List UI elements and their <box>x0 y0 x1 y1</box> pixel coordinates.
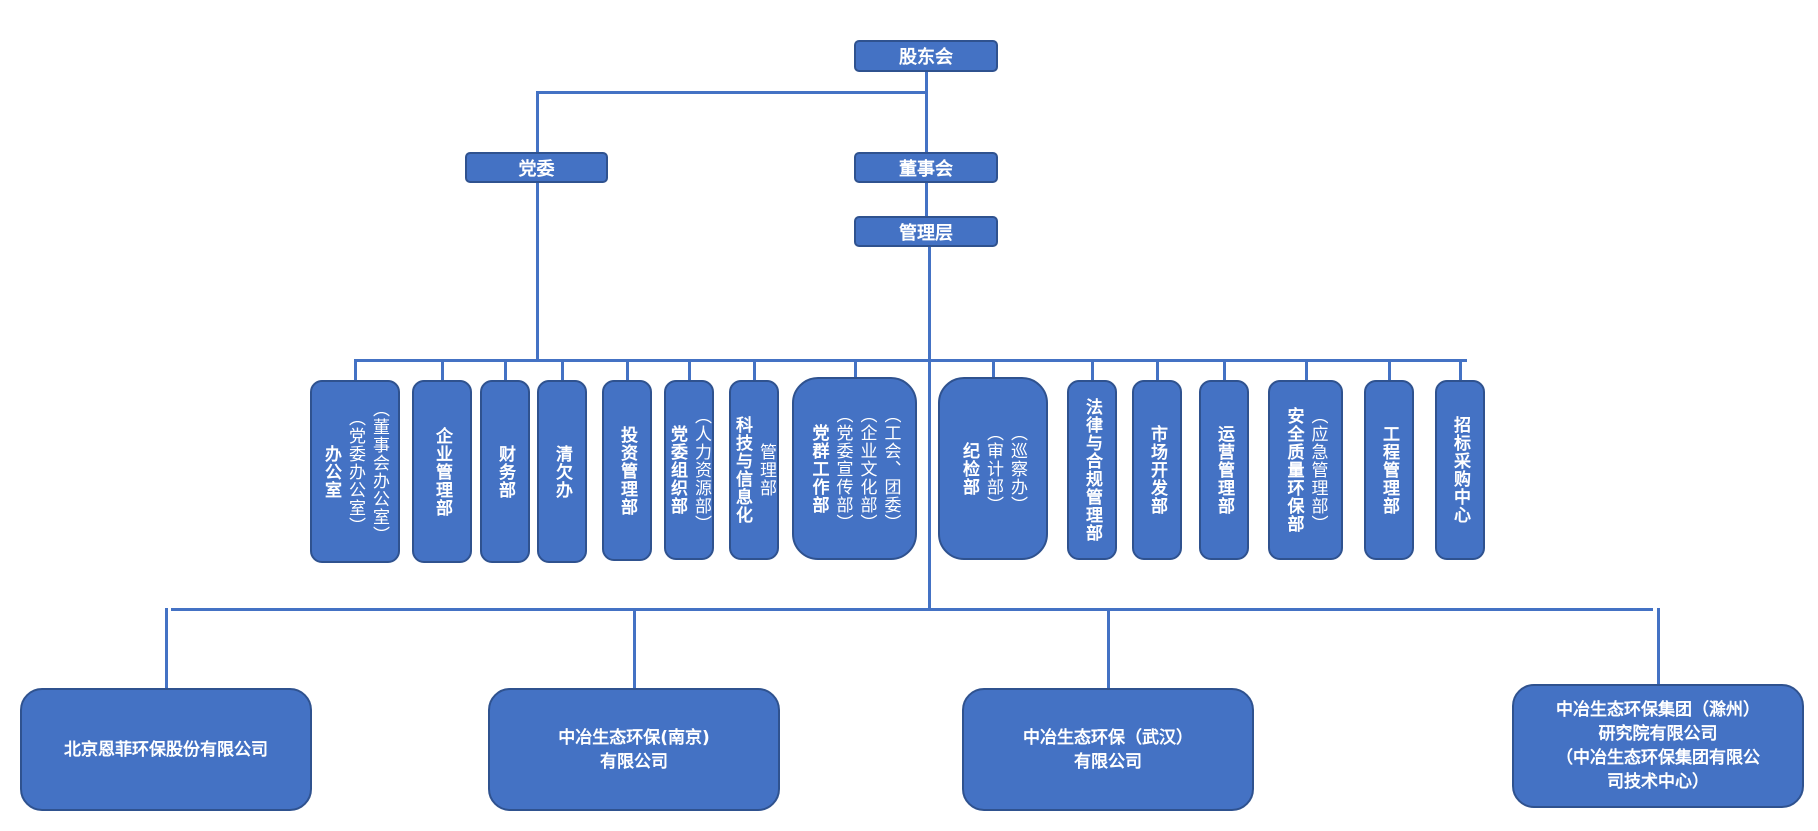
department-name: 运营管理部 <box>1214 425 1234 515</box>
department-box[interactable]: （巡察办）（审计部）纪检部 <box>938 377 1048 560</box>
department-box[interactable]: （董事会办公室）（党委办公室）办公室 <box>310 380 400 563</box>
subsidiary-name: 中冶生态环保集团（滁州） 研究院有限公司 （中冶生态环保集团有限公 司技术中心） <box>1556 700 1760 792</box>
connector-department-stub <box>504 359 507 380</box>
department-name: 党群工作部 <box>808 423 829 514</box>
subsidiary-box[interactable]: 北京恩菲环保股份有限公司 <box>20 688 312 811</box>
department-name: 纪检部 <box>959 441 979 496</box>
department-box[interactable]: 财务部 <box>480 380 530 563</box>
connector-subsidiary-stub <box>165 608 168 688</box>
department-sub-label: （企业文化部） <box>856 405 877 532</box>
department-name: 法律与合规管理部 <box>1082 398 1102 542</box>
department-name: 企业管理部 <box>432 426 452 517</box>
connector-department-stub <box>753 359 756 380</box>
subsidiary-box[interactable]: 中冶生态环保集团（滁州） 研究院有限公司 （中冶生态环保集团有限公 司技术中心） <box>1512 684 1804 808</box>
connector-subsidiary-stub <box>633 608 636 688</box>
connector-shareholders-down <box>925 72 928 152</box>
connector-subsidiary-stub <box>1107 608 1110 688</box>
department-box[interactable]: 投资管理部 <box>602 380 652 561</box>
connector-subsidiary-stub <box>1657 608 1660 684</box>
department-name: 办公室 <box>321 444 341 499</box>
department-name: 财务部 <box>495 444 515 499</box>
connector-party-down <box>536 182 539 361</box>
department-name: 市场开发部 <box>1147 425 1167 515</box>
connector-department-stub <box>1156 359 1159 380</box>
department-box[interactable]: 清欠办 <box>537 380 587 563</box>
department-box[interactable]: （人力资源部）党委组织部 <box>664 380 714 560</box>
subsidiary-name: 中冶生态环保(南京) 有限公司 <box>558 727 710 772</box>
department-sub-label: （党委宣传部） <box>832 405 853 532</box>
management-label: 管理层 <box>899 222 953 244</box>
connector-department-stub <box>688 359 691 380</box>
management-box[interactable]: 管理层 <box>854 216 998 247</box>
department-name: 党委组织部 <box>667 425 687 515</box>
connector-department-stub <box>561 359 564 380</box>
department-box[interactable]: 招标采购中心 <box>1435 380 1485 560</box>
connector-department-stub <box>441 359 444 380</box>
department-box[interactable]: 运营管理部 <box>1199 380 1249 560</box>
subsidiary-name: 中冶生态环保（武汉） 有限公司 <box>1023 727 1193 772</box>
department-name: 招标采购中心 <box>1450 416 1470 524</box>
department-box[interactable]: （工会、团委）（企业文化部）（党委宣传部）党群工作部 <box>792 377 917 560</box>
connector-department-stub <box>992 359 995 377</box>
department-name: 工程管理部 <box>1379 425 1399 515</box>
department-box[interactable]: （应急管理部）安全质量环保部 <box>1268 380 1343 560</box>
connector-department-stub <box>853 359 857 377</box>
connector-subsidiaries-bar <box>171 608 1653 611</box>
department-sub-label: 管理部 <box>756 443 776 497</box>
party-committee-label: 党委 <box>518 158 555 180</box>
connector-department-stub <box>354 359 357 380</box>
department-name: 安全质量环保部 <box>1283 407 1304 533</box>
connector-department-stub <box>1388 359 1391 380</box>
department-sub-label: （审计部） <box>983 423 1003 514</box>
department-sub-label: （董事会办公室） <box>369 399 389 544</box>
connector-top-horizontal <box>536 91 928 94</box>
shareholders-label: 股东会 <box>899 47 953 68</box>
subsidiary-box[interactable]: 中冶生态环保(南京) 有限公司 <box>488 688 780 811</box>
department-sub-label: （工会、团委） <box>880 405 901 532</box>
shareholders-box[interactable]: 股东会 <box>854 40 998 72</box>
connector-board-management <box>925 182 928 216</box>
department-name: 清欠办 <box>552 444 572 499</box>
connector-department-stub <box>626 359 629 380</box>
department-sub-label: （人力资源部） <box>691 407 711 533</box>
department-name: 科技与信息化 <box>732 416 752 524</box>
subsidiary-name: 北京恩菲环保股份有限公司 <box>64 739 268 760</box>
connector-department-stub <box>1091 359 1094 380</box>
connector-department-stub <box>1459 359 1462 380</box>
connector-department-stub <box>1223 359 1226 380</box>
department-sub-label: （应急管理部） <box>1307 407 1328 533</box>
connector-department-stub <box>1304 359 1308 380</box>
board-label: 董事会 <box>899 158 953 180</box>
department-sub-label: （巡察办） <box>1007 423 1027 514</box>
party-committee-box[interactable]: 党委 <box>465 152 608 183</box>
subsidiary-box[interactable]: 中冶生态环保（武汉） 有限公司 <box>962 688 1254 811</box>
connector-departments-bar <box>355 359 1467 362</box>
department-box[interactable]: 法律与合规管理部 <box>1067 380 1117 560</box>
department-box[interactable]: 市场开发部 <box>1132 380 1182 560</box>
department-sub-label: （党委办公室） <box>345 408 365 535</box>
connector-party-committee <box>536 91 539 152</box>
connector-management-down <box>928 246 931 610</box>
board-box[interactable]: 董事会 <box>854 152 998 183</box>
department-box[interactable]: 管理部科技与信息化 <box>729 380 779 560</box>
department-name: 投资管理部 <box>617 425 637 516</box>
department-box[interactable]: 企业管理部 <box>412 380 472 563</box>
department-box[interactable]: 工程管理部 <box>1364 380 1414 560</box>
